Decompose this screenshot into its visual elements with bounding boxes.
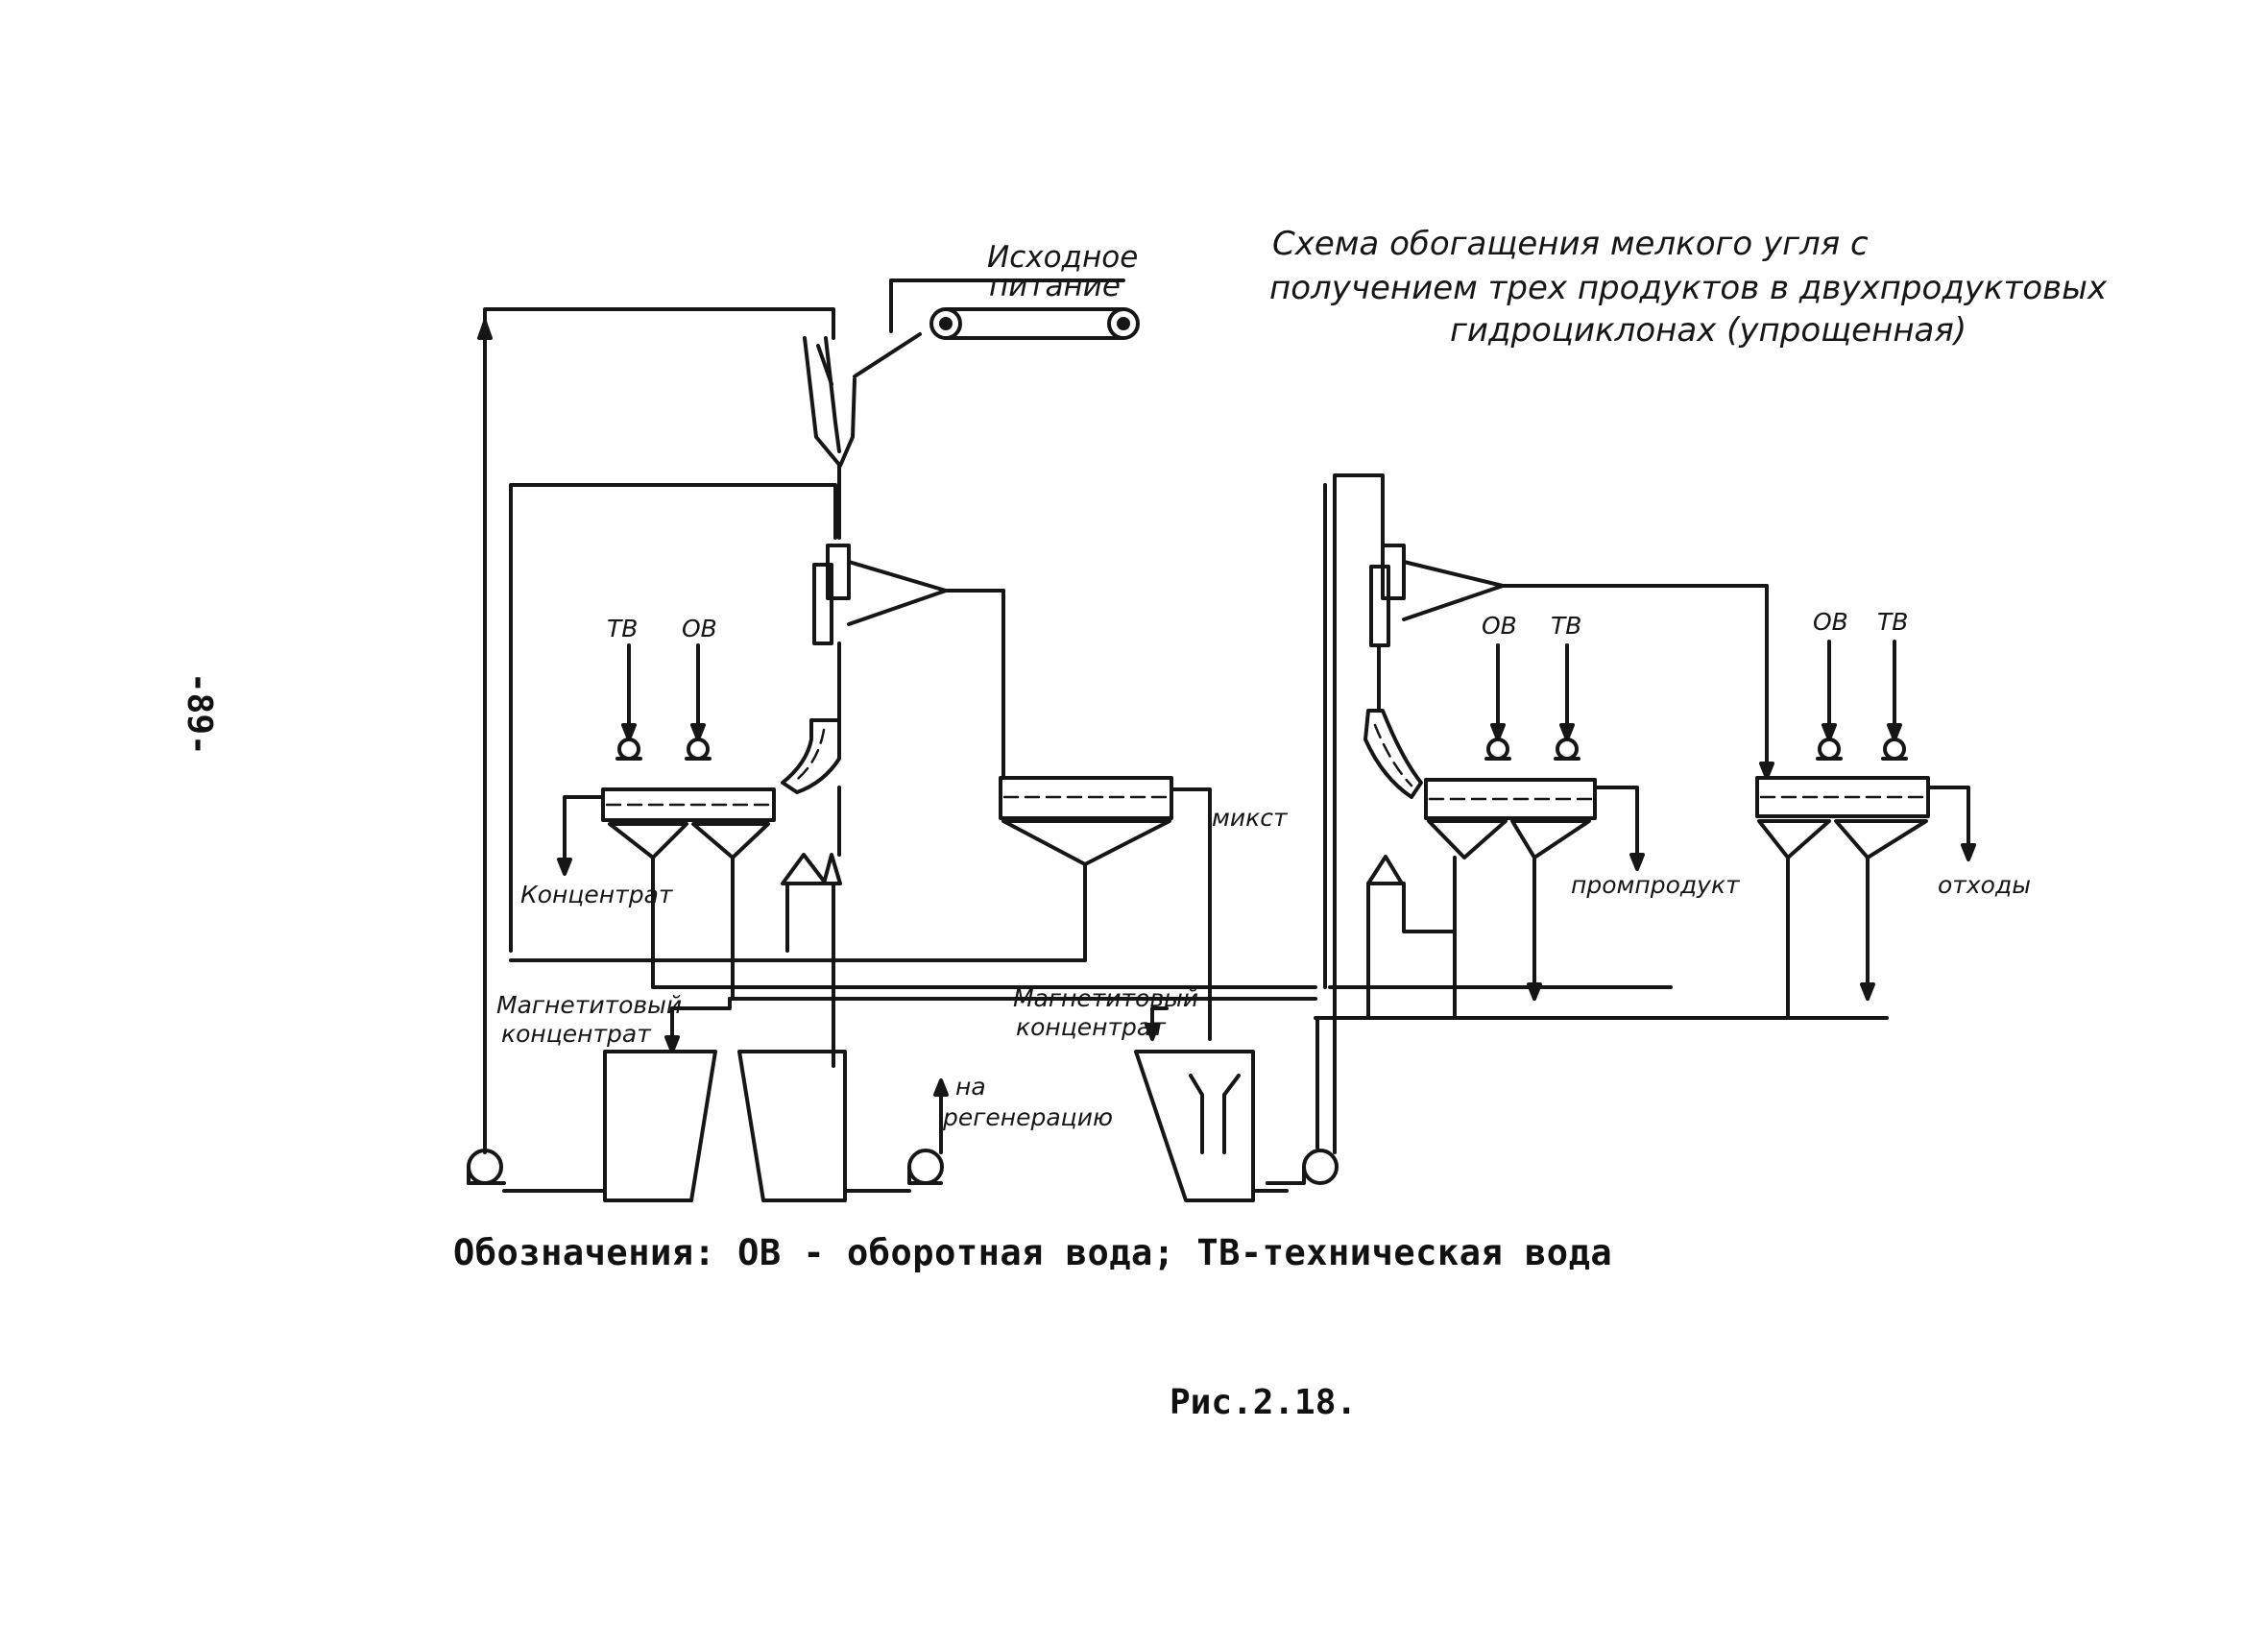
concentrate-label: Концентрат <box>520 881 674 908</box>
spray-ov-1 <box>685 643 712 761</box>
sump-left <box>603 1050 847 1202</box>
ov-label-2: ОВ <box>1482 612 1517 640</box>
hydrocyclone-2 <box>1369 544 1774 780</box>
legend: Обозначения: ОВ - оборотная вода; ТВ-тех… <box>453 1232 1613 1273</box>
magnetite-label-left-2: концентрат <box>501 1020 652 1048</box>
mixing-hopper <box>803 336 857 540</box>
diagram-title-line-2: получением трех продуктов в двухпродукто… <box>1269 269 2108 307</box>
magnetite-label-left-1: Магнетитовый <box>496 991 682 1019</box>
spray-ov-3 <box>1816 640 1843 761</box>
screen-4 <box>1755 776 1976 991</box>
tailings-label: отходы <box>1938 871 2031 899</box>
regeneration-label-1: на <box>955 1073 986 1101</box>
spray-tv-2 <box>1554 643 1580 761</box>
right-collector <box>1323 483 1875 1020</box>
screen-2 <box>999 776 1212 1001</box>
pump-middle <box>1251 473 1385 1193</box>
feed-label-line-1: Исходное <box>987 240 1138 275</box>
small-cone-1 <box>781 853 842 1068</box>
regeneration-label-2: регенерацию <box>942 1103 1113 1131</box>
small-cone-2 <box>1366 855 1457 1020</box>
screen-1 <box>557 787 776 1001</box>
magnetite-label-mid-1: Магнетитовый <box>1013 984 1198 1012</box>
middlings-label: промпродукт <box>1571 871 1741 899</box>
recycle-line-left <box>483 307 835 1154</box>
screen-3 <box>1424 778 1645 991</box>
magnetite-label-mid-2: концентрат <box>1016 1013 1167 1041</box>
figure-caption: Рис.2.18. <box>1170 1383 1358 1422</box>
feed-conveyor <box>853 278 1140 378</box>
collector-lines <box>509 958 1889 1020</box>
diagram-title-line-3: гидроциклонах (упрощенная) <box>1450 311 1966 350</box>
tv-label-2: ТВ <box>1551 612 1581 640</box>
ov-label-3: ОВ <box>1813 608 1848 636</box>
spray-ov-2 <box>1484 643 1511 761</box>
spray-tv-1 <box>615 643 642 761</box>
pump-regeneration <box>843 1078 949 1193</box>
feed-label-line-2: питание <box>989 269 1121 303</box>
tv-label-1: ТВ <box>607 615 638 642</box>
curved-sieve-1 <box>781 718 841 857</box>
spray-tv-3 <box>1881 640 1908 761</box>
pump-left <box>467 1149 607 1193</box>
diagram-title-line-1: Схема обогащения мелкого угля с <box>1272 225 1869 263</box>
sump-middle <box>1134 997 1255 1202</box>
curved-sieve-2 <box>1363 709 1423 799</box>
slurry-line-1 <box>509 483 837 953</box>
tv-label-3: ТВ <box>1877 608 1908 636</box>
ov-label-1: ОВ <box>682 615 717 642</box>
magnetite-line-left <box>670 997 732 1044</box>
mixt-label: микст <box>1212 804 1289 832</box>
hydrocyclone-1 <box>812 544 1005 780</box>
